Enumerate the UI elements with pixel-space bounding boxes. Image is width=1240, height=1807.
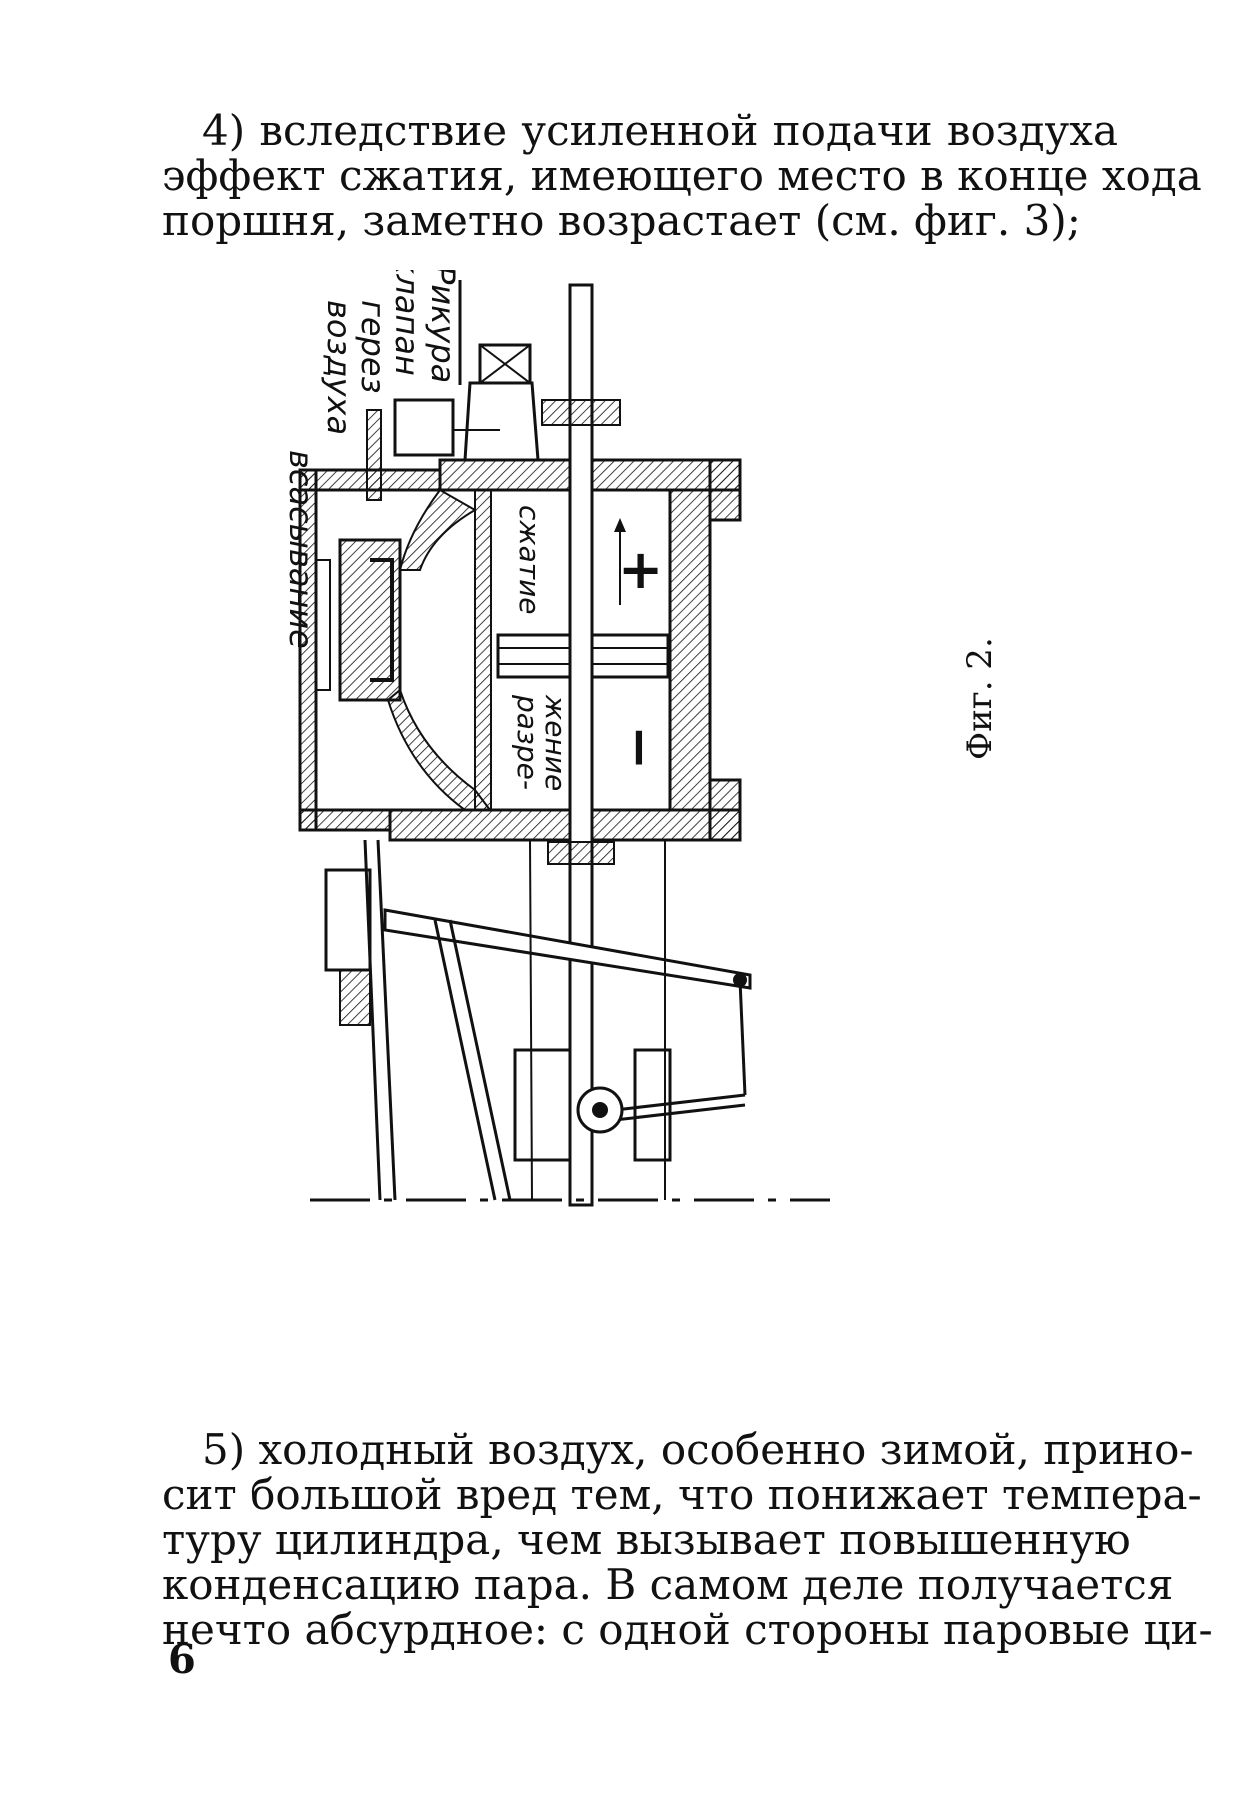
label-rarefaction-1: разре- xyxy=(511,694,544,790)
paragraph-top: 4) вследствие усиленной подачи воздуха э… xyxy=(162,106,1202,245)
label-air: воздуха xyxy=(320,300,358,435)
label-plus: + xyxy=(618,538,663,601)
text-line: 4) вследствие усиленной подачи воздуха xyxy=(202,106,1118,155)
label-compression: сжатие xyxy=(513,505,546,615)
text-line: сит большой вред тем, что понижает темпе… xyxy=(162,1470,1202,1519)
label-rarefaction-2: жение xyxy=(539,694,572,791)
text-line: поршня, заметно возрастает (см. фиг. 3); xyxy=(162,196,1081,245)
text-line: туру цилиндра, чем вызывает повышенную xyxy=(162,1515,1131,1564)
label-rikur: Рикура xyxy=(424,270,462,383)
label-minus: − xyxy=(609,725,672,770)
label-valve: клапан xyxy=(388,270,426,376)
text-line: эффект сжатия, имеющего место в конце хо… xyxy=(162,151,1202,200)
label-through: герез xyxy=(354,300,392,394)
text-line: нечто абсурдное: с одной стороны паровые… xyxy=(162,1605,1213,1654)
paragraph-bottom: 5) холодный воздух, особенно зимой, прин… xyxy=(162,1425,1213,1654)
figure-air-pump-diagram: всасывание воздуха герез клапан Рикура с… xyxy=(282,270,830,1207)
text-line: 5) холодный воздух, особенно зимой, прин… xyxy=(202,1425,1194,1474)
text-line: конденсацию пара. В самом деле получаетс… xyxy=(162,1560,1174,1609)
figure-caption: Фиг. 2. xyxy=(960,637,1000,760)
page-number: 6 xyxy=(168,1636,196,1683)
